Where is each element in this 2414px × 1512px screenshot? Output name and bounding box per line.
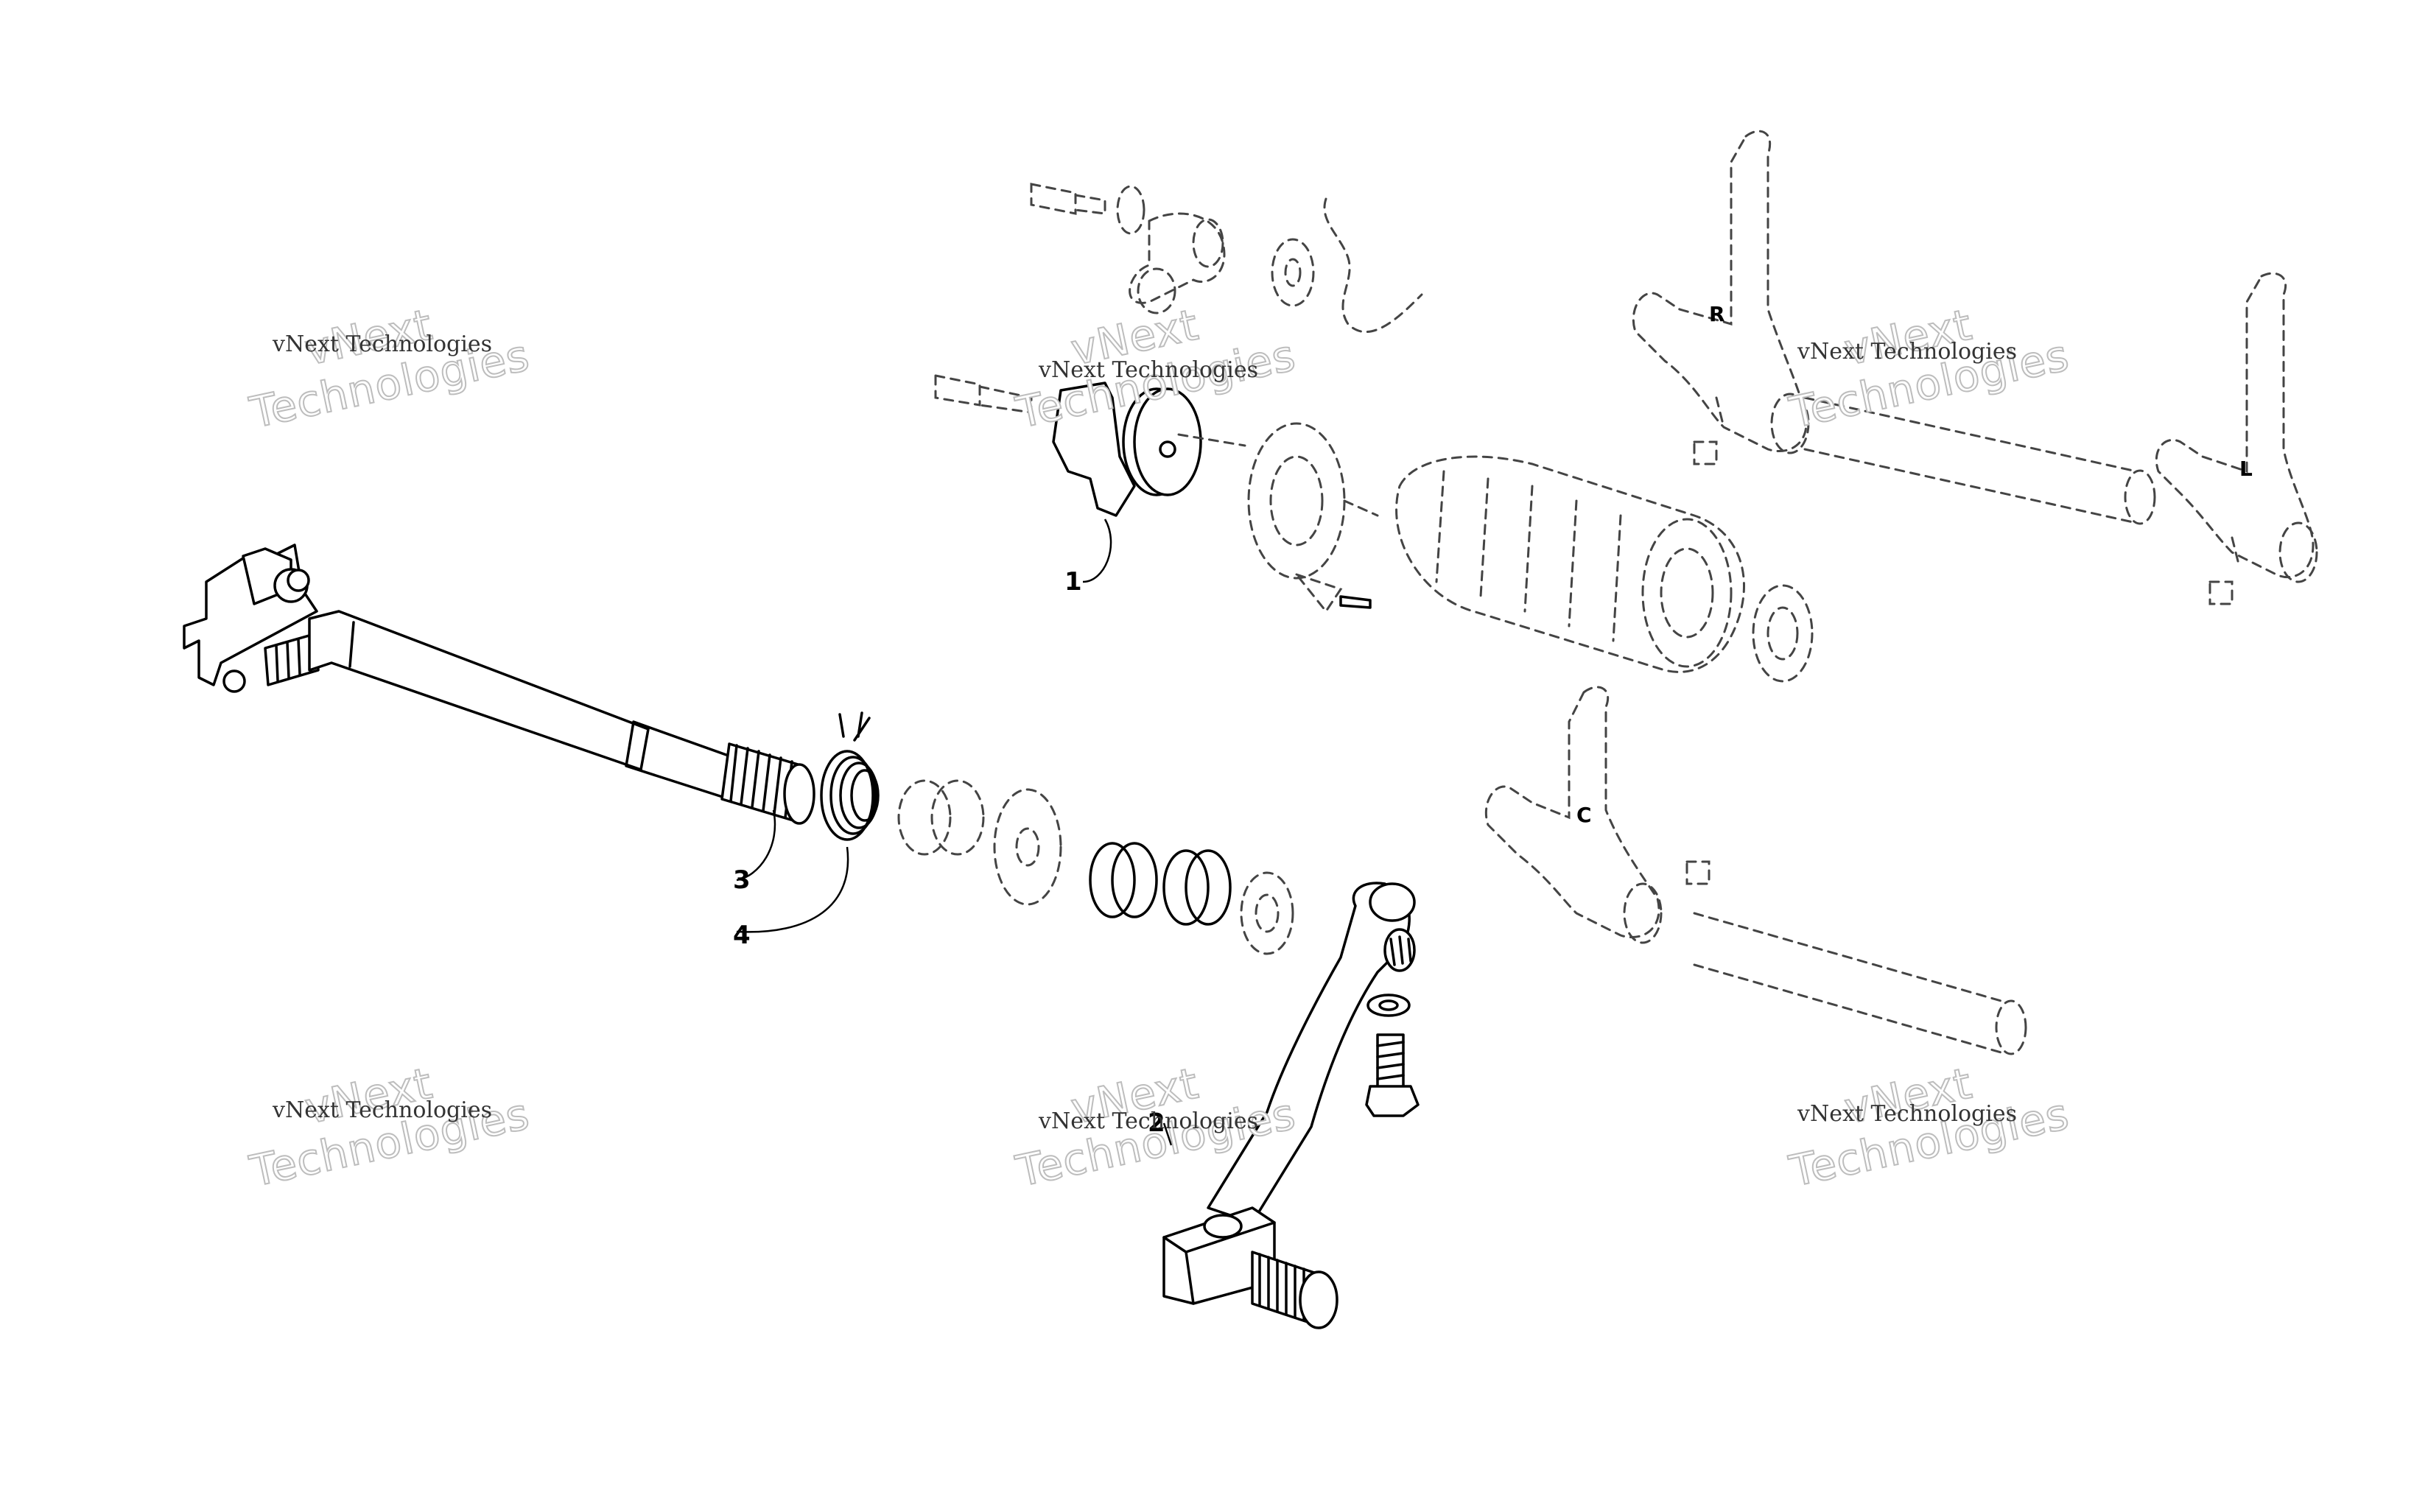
watermark-caption: vNext Technologies (1039, 1108, 1259, 1134)
fork-mark-l: L (2239, 457, 2253, 481)
fork-mark-r: R (1709, 302, 1725, 326)
shaft-dashed-parts (897, 779, 1294, 955)
callout-3: 3 (733, 865, 751, 895)
gear-shift-pedal (1162, 882, 1420, 1329)
shift-fork-c (1484, 686, 2027, 1055)
drum-bearing (1247, 422, 1379, 580)
shift-fork-r (1632, 130, 2156, 525)
callout-2: 2 (1148, 1108, 1165, 1138)
watermark-caption: vNext Technologies (273, 331, 493, 357)
callout-4: 4 (733, 921, 751, 950)
shift-shaft (183, 544, 815, 825)
callout-1: 1 (1064, 567, 1082, 597)
watermark-caption: vNext Technologies (1797, 339, 2018, 365)
fork-mark-c: C (1576, 803, 1592, 827)
return-spring (820, 711, 880, 841)
shift-cam (934, 374, 1246, 583)
shift-fork-l (2155, 272, 2318, 605)
stopper-group (1030, 183, 1423, 334)
watermark-caption: vNext Technologies (273, 1097, 493, 1123)
shaft-splines (720, 742, 815, 825)
shift-drum (1293, 455, 1814, 683)
watermark-caption: vNext Technologies (1039, 357, 1259, 383)
leader-3 (736, 809, 776, 882)
leader-2 (1162, 1122, 1173, 1146)
leader-4 (736, 846, 849, 933)
watermark-caption: vNext Technologies (1797, 1101, 2018, 1127)
